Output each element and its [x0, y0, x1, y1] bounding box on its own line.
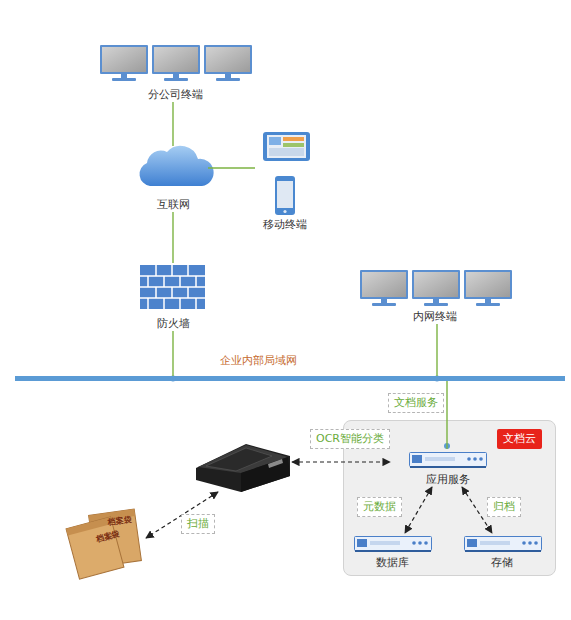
server-node: 应用服务	[405, 449, 491, 487]
monitor-icon	[412, 270, 460, 306]
server-node: 存储	[460, 533, 544, 570]
scan-arrow	[146, 492, 218, 538]
phone-icon	[275, 176, 295, 215]
scanner-front	[241, 457, 290, 492]
network-link	[172, 331, 173, 376]
folder-text: 档案袋	[107, 515, 132, 527]
folder-text: 档案袋	[95, 529, 121, 544]
edge-label: 归档	[487, 497, 521, 517]
terminal-group: 内网终端	[356, 266, 514, 324]
monitor-icon	[152, 45, 200, 81]
terminal-group: 分公司终端	[98, 42, 252, 102]
scanner-buttons	[268, 459, 283, 468]
node-label: 应用服务	[381, 473, 515, 487]
scanner-icon	[196, 444, 290, 492]
firewall-bricks	[140, 265, 205, 309]
firewall-icon	[140, 265, 205, 309]
node-label: 移动终端	[231, 218, 339, 232]
network-link	[172, 102, 173, 146]
folder-icon	[66, 517, 124, 579]
monitor-icon	[100, 45, 148, 81]
monitor-icon	[360, 270, 408, 306]
tablet-screen	[267, 135, 306, 158]
mobile-node: 移动终端	[255, 128, 315, 232]
phone-button	[283, 210, 286, 213]
edge-label: 元数据	[357, 497, 402, 517]
bus-label: 企业内部局域网	[220, 354, 297, 368]
tablet-tile	[269, 148, 304, 156]
network-link	[208, 167, 255, 168]
node-label: 分公司终端	[74, 88, 276, 102]
tablet-tile	[269, 137, 281, 145]
tablet-icon	[263, 132, 310, 161]
phone-screen	[277, 181, 293, 208]
scanner-body	[196, 444, 290, 492]
network-link	[172, 212, 173, 263]
cloud-node: 互联网	[138, 146, 208, 212]
monitor-icon	[204, 45, 252, 81]
node-label: 防火墙	[114, 317, 232, 331]
node-label: 内网终端	[332, 310, 538, 324]
callout-label: 扫描	[181, 514, 215, 534]
node-label: 互联网	[114, 198, 232, 212]
scanner-top	[198, 445, 288, 473]
lan-bus: 企业内部局域网	[15, 376, 565, 381]
folder-body	[89, 509, 142, 567]
tablet-tile	[283, 143, 304, 147]
folder-icon	[89, 509, 142, 567]
firewall-node: 防火墙	[138, 263, 208, 331]
node-label: 数据库	[326, 556, 458, 570]
edge-label: 文档服务	[388, 393, 444, 413]
node-label: 存储	[436, 556, 568, 570]
cloud-icon	[140, 146, 214, 186]
network-link	[436, 324, 437, 376]
tablet-tile	[283, 137, 304, 141]
group-title: 文档云	[497, 429, 542, 449]
scanner-glass	[206, 448, 272, 471]
callout-label: OCR智能分类	[310, 429, 390, 449]
server-node: 数据库	[350, 533, 434, 570]
folder-body	[66, 517, 124, 579]
monitor-icon	[464, 270, 512, 306]
